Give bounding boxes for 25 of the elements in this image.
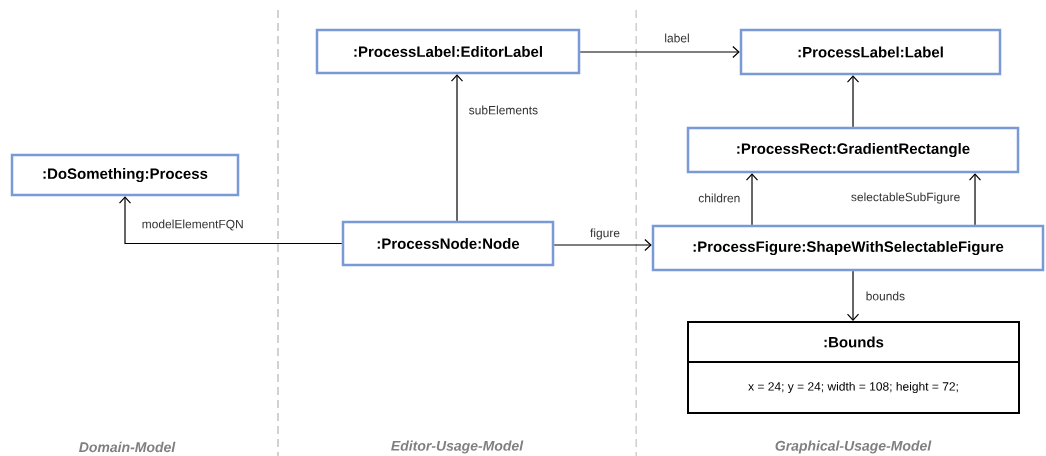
object-box: :ProcessFigure:ShapeWithSelectableFigure (651, 224, 1045, 272)
object-box: :ProcessRect:GradientRectangle (686, 126, 1020, 174)
edge-label: children (696, 192, 742, 204)
arrow (579, 45, 740, 59)
edge-label: figure (588, 226, 622, 242)
section-label: Editor-Usage-Model (389, 439, 525, 455)
class-box: :Bounds x = 24; y = 24; width = 108; height = 72; (687, 321, 1020, 414)
arrow (968, 173, 982, 226)
section-label: Domain-Model (77, 440, 177, 454)
arrow (846, 270, 860, 321)
arrow (450, 74, 464, 222)
edge-label: bounds (864, 290, 907, 302)
edge-label: label (662, 32, 692, 44)
object-box: :ProcessNode:Node (341, 220, 555, 267)
arrow (118, 196, 343, 245)
edge-label: modelElementFQN (140, 218, 246, 232)
object-box: :DoSomething:Process (10, 153, 240, 197)
arrow (846, 75, 860, 128)
arrow (553, 238, 652, 252)
object-box: :ProcessLabel:EditorLabel (315, 28, 581, 75)
edge-label: selectableSubFigure (849, 190, 962, 206)
arrow (745, 173, 759, 226)
edge-label: subElements (467, 104, 540, 116)
object-box: :ProcessLabel:Label (739, 28, 1002, 76)
section-label: Graphical-Usage-Model (773, 439, 933, 455)
